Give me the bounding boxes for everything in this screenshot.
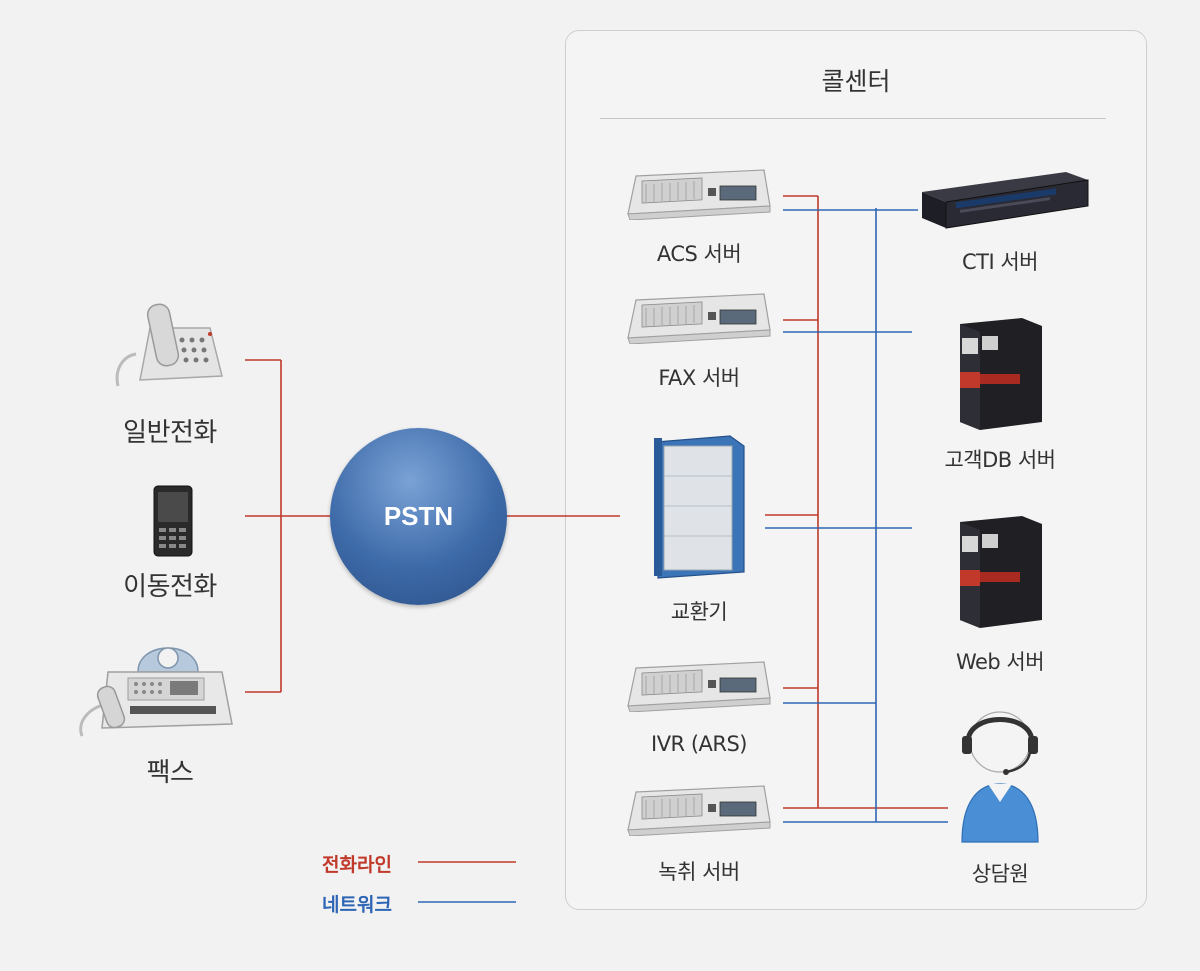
landline-phone-icon — [115, 303, 223, 387]
mobile-phone-icon — [153, 485, 193, 557]
pstn-label: PSTN — [383, 501, 454, 531]
customer-db-server-label: 고객DB 서버 — [944, 448, 1056, 472]
recording-server-icon — [627, 785, 771, 836]
customer-db-server-icon — [960, 318, 1042, 430]
cti-server-icon — [922, 172, 1089, 229]
network-lines — [765, 208, 948, 823]
legend-phone-line-label: 전화라인 — [322, 854, 392, 876]
exchange-tower-icon — [654, 435, 745, 579]
callcenter-divider — [600, 118, 1106, 119]
phone-lines — [245, 195, 948, 809]
fax-server-label: FAX 서버 — [658, 366, 740, 390]
acs-server-icon — [627, 169, 771, 220]
recording-server-label: 녹취 서버 — [658, 860, 740, 884]
ivr-server-icon — [627, 661, 771, 712]
acs-server-label: ACS 서버 — [656, 242, 742, 266]
web-server-label: Web 서버 — [955, 650, 1045, 674]
legend-network-label: 네트워크 — [322, 894, 392, 916]
fax-icon — [79, 647, 233, 737]
cti-server-label: CTI 서버 — [962, 250, 1039, 274]
mobile-label: 이동전화 — [123, 572, 217, 602]
callcenter-title: 콜센터 — [821, 67, 891, 96]
agent-headset-icon — [961, 711, 1039, 843]
web-server-icon — [960, 516, 1042, 628]
fax-label: 팩스 — [146, 758, 194, 788]
ivr-server-label: IVR (ARS) — [651, 732, 748, 756]
fax-server-icon — [627, 293, 771, 344]
landline-label: 일반전화 — [123, 418, 217, 448]
exchange-label: 교환기 — [670, 600, 728, 624]
pstn-node — [330, 428, 507, 605]
agent-label: 상담원 — [971, 862, 1029, 886]
